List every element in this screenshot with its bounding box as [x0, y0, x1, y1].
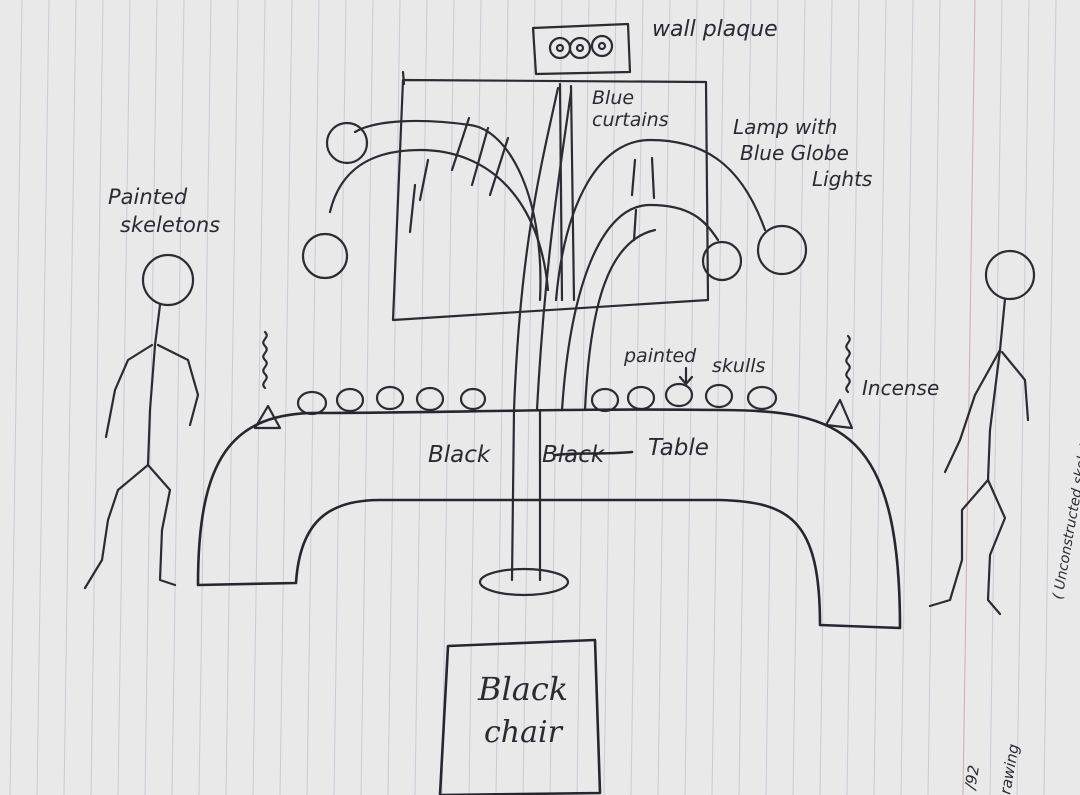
skull-6 — [590, 387, 620, 413]
table-label-part2: Table — [648, 435, 709, 461]
skull-1 — [296, 390, 328, 416]
painted-skulls-label-line1: painted — [623, 345, 697, 367]
skull-4 — [415, 386, 445, 412]
wall-plaque-label: wall plaque — [652, 17, 778, 42]
painted-skeletons-label-line1: Painted — [108, 185, 188, 209]
wall-plaque — [531, 22, 632, 76]
side-note-label: ( Unconstructed skeleton ) - Painted — [1050, 349, 1080, 601]
strikethrough-line — [554, 450, 634, 457]
blue-globe-lights — [301, 121, 808, 282]
blue-curtains-label-line2: curtains — [592, 109, 669, 131]
skull-9 — [704, 383, 734, 409]
black-table — [196, 408, 902, 630]
blue-curtains — [391, 70, 710, 322]
globe-light-4 — [756, 224, 808, 276]
lamp — [328, 86, 767, 597]
chair-label-line1: Black — [477, 670, 568, 708]
table-label-part1: Black — [428, 442, 492, 468]
skull-5 — [459, 387, 487, 411]
painted-skeletons-label-line2: skeletons — [120, 213, 220, 237]
globe-light-3 — [701, 240, 743, 282]
skull-2 — [335, 387, 365, 413]
skeleton-left — [83, 253, 200, 590]
globe-light-2 — [301, 232, 349, 280]
incense-label: Incense — [862, 376, 939, 400]
corner-note-line2: rawing — [996, 743, 1023, 795]
globe-light-1 — [325, 121, 369, 165]
incense-right — [824, 334, 854, 430]
blue-curtains-label-line1: Blue — [592, 87, 634, 109]
chair-label-line2: chair — [484, 715, 564, 750]
corner-note-line1: /92 — [961, 764, 983, 793]
lamp-label-line1: Lamp with — [733, 115, 837, 139]
lamp-label-line3: Lights — [812, 167, 872, 191]
paper-rules — [9, 0, 1057, 795]
skull-3 — [375, 385, 405, 411]
skull-7 — [626, 385, 656, 411]
painted-skulls-label-line2: skulls — [712, 355, 766, 377]
black-chair — [438, 638, 602, 795]
skull-8 — [664, 382, 694, 408]
skull-10 — [746, 385, 778, 411]
lamp-label-line2: Blue Globe — [740, 141, 849, 165]
skeleton-right — [928, 249, 1036, 616]
table-label-struck: Black — [542, 442, 606, 468]
